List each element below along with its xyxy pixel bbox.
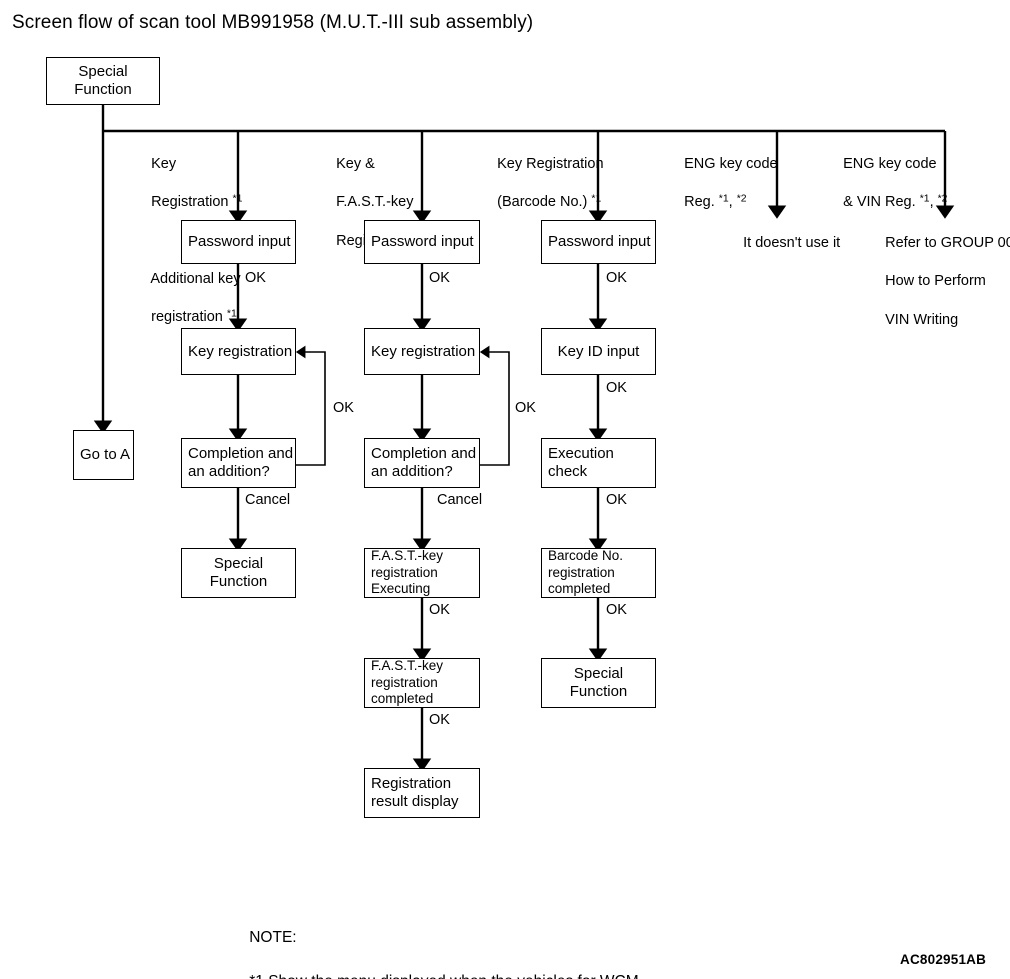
node-c1-special-function[interactable]: Special Function bbox=[181, 548, 296, 598]
node-special-function-root[interactable]: Special Function bbox=[46, 57, 160, 105]
node-c3-password-input[interactable]: Password input bbox=[541, 220, 656, 264]
node-line: Key ID input bbox=[557, 342, 640, 360]
node-c2-fast-key-registration-completed[interactable]: F.A.S.T.-key registration completed bbox=[364, 658, 480, 708]
node-c3-key-id-input[interactable]: Key ID input bbox=[541, 328, 656, 375]
node-c3-execution-check[interactable]: Execution check bbox=[541, 438, 656, 488]
terminal-text-line: How to Perform bbox=[885, 273, 986, 290]
edge-label-c2-cancel: Cancel bbox=[437, 492, 483, 508]
node-line: F.A.S.T.-key bbox=[371, 657, 444, 673]
note-line: *1 Show the menu displayed when the vehi… bbox=[249, 973, 643, 979]
edge-label-c2-ok-3: OK bbox=[429, 712, 450, 728]
edge-label-c3-ok-2: OK bbox=[606, 380, 627, 396]
node-line: F.A.S.T.-key bbox=[371, 547, 444, 563]
branch-label-line: ENG key code bbox=[843, 156, 937, 173]
branch-label-eng-key-code-reg: ENG key code Reg. *1, *2 bbox=[668, 136, 778, 232]
branch-label-eng-key-code-vin-reg: ENG key code & VIN Reg. *1, *2 bbox=[827, 136, 948, 232]
node-c2-key-registration[interactable]: Key registration bbox=[364, 328, 480, 375]
edge-label-c1-ok-loop: OK bbox=[333, 400, 354, 416]
branch-label-key-registration: Key Registration *1 Additional key regis… bbox=[135, 136, 242, 346]
node-c1-password-input[interactable]: Password input bbox=[181, 220, 296, 264]
node-line: Function bbox=[74, 81, 132, 98]
node-line: Go to A bbox=[80, 446, 131, 464]
node-c2-registration-result-display[interactable]: Registration result display bbox=[364, 768, 480, 818]
branch-label-line: Registration *1 bbox=[151, 194, 243, 211]
node-line: Completion and bbox=[371, 445, 477, 463]
node-line: an addition? bbox=[371, 463, 453, 480]
figure-id: AC802951AB bbox=[900, 952, 987, 967]
node-line: Special bbox=[78, 63, 128, 81]
node-line: result display bbox=[371, 793, 459, 810]
branch-label-line: ENG key code bbox=[684, 156, 778, 173]
node-line: Completion and bbox=[188, 445, 294, 463]
node-line: Special bbox=[213, 555, 264, 573]
node-c2-completion-and-addition[interactable]: Completion and an addition? bbox=[364, 438, 480, 488]
node-line: Password input bbox=[548, 233, 651, 251]
edge-label-c2-ok-2: OK bbox=[429, 602, 450, 618]
edge-label-c1-cancel: Cancel bbox=[245, 492, 291, 508]
edge-label-c2-ok-1: OK bbox=[429, 270, 450, 286]
node-line: Function bbox=[209, 573, 268, 590]
note-block: NOTE: *1 Show the menu displayed when th… bbox=[232, 905, 643, 979]
edge-label-c2-ok-loop: OK bbox=[515, 400, 536, 416]
branch-label-line: Additional key bbox=[150, 270, 241, 287]
branch-label-line: Key & bbox=[336, 156, 375, 173]
branch-label-line: & VIN Reg. *1, *2 bbox=[843, 194, 948, 211]
node-c3-special-function[interactable]: Special Function bbox=[541, 658, 656, 708]
edge-label-c3-ok-1: OK bbox=[606, 270, 627, 286]
edge-label-c3-ok-3: OK bbox=[606, 492, 627, 508]
node-line: completed bbox=[548, 581, 611, 597]
node-line: Executing bbox=[371, 581, 431, 597]
node-line: registration bbox=[371, 564, 438, 580]
terminal-text-line: Refer to GROUP 00 bbox=[885, 235, 1010, 252]
node-c2-fast-key-registration-executing[interactable]: F.A.S.T.-key registration Executing bbox=[364, 548, 480, 598]
note-heading: NOTE: bbox=[249, 929, 297, 946]
node-line: Registration bbox=[371, 775, 452, 793]
branch-label-line: Key bbox=[151, 156, 177, 173]
terminal-text-does-not-use-it: It doesn't use it bbox=[727, 215, 840, 272]
branch-label-line: Reg. *1, *2 bbox=[684, 194, 747, 211]
node-line: check bbox=[548, 463, 588, 480]
terminal-text-line: It doesn't use it bbox=[743, 235, 841, 252]
node-line: Key registration bbox=[188, 342, 293, 360]
node-c2-password-input[interactable]: Password input bbox=[364, 220, 480, 264]
branch-label-line: F.A.S.T.-key bbox=[336, 194, 414, 211]
node-line: Special bbox=[573, 665, 624, 683]
node-go-to-a[interactable]: Go to A bbox=[73, 430, 134, 480]
edge-label-c3-ok-4: OK bbox=[606, 602, 627, 618]
node-line: Barcode No. bbox=[548, 547, 624, 563]
terminal-text-line: VIN Writing bbox=[885, 311, 959, 328]
page-title: Screen flow of scan tool MB991958 (M.U.T… bbox=[12, 12, 534, 33]
node-line: Password input bbox=[371, 233, 474, 251]
node-c3-barcode-registration-completed[interactable]: Barcode No. registration completed bbox=[541, 548, 656, 598]
node-line: Key registration bbox=[371, 342, 476, 360]
terminal-text-refer-to-group: Refer to GROUP 00 How to Perform VIN Wri… bbox=[869, 215, 1010, 349]
node-line: Function bbox=[569, 683, 628, 700]
node-c1-key-registration[interactable]: Key registration bbox=[181, 328, 296, 375]
branch-label-line: registration *1 bbox=[151, 308, 237, 326]
node-line: registration bbox=[548, 564, 615, 580]
branch-label-line: Key Registration bbox=[497, 156, 604, 173]
branch-label-line: (Barcode No.) *1 bbox=[497, 194, 602, 211]
node-line: registration bbox=[371, 674, 438, 690]
branch-label-key-registration-barcode: Key Registration (Barcode No.) *1 bbox=[481, 136, 604, 232]
node-line: Execution bbox=[548, 445, 614, 463]
node-line: an addition? bbox=[188, 463, 270, 480]
node-line: completed bbox=[371, 691, 434, 707]
node-c1-completion-and-addition[interactable]: Completion and an addition? bbox=[181, 438, 296, 488]
edge-label-c1-ok-1: OK bbox=[245, 270, 266, 286]
node-line: Password input bbox=[188, 233, 291, 251]
